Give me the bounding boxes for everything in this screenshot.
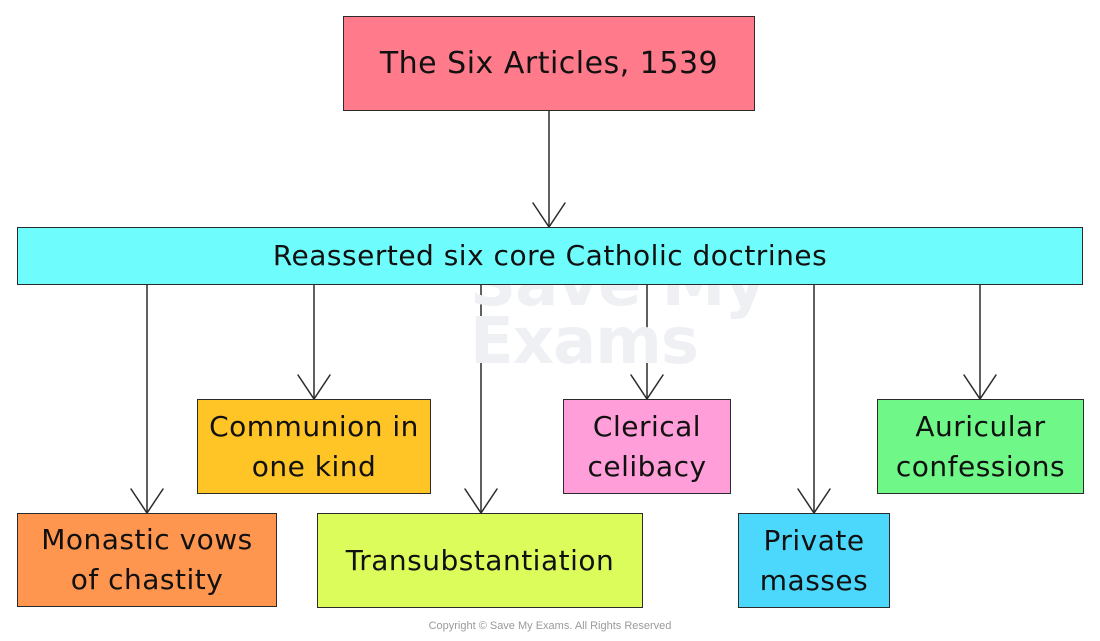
summary-text: Reasserted six core Catholic doctrines	[272, 239, 828, 272]
doctrine-box-monastic-vows: Monastic vows of chastity	[17, 513, 277, 607]
doctrine-box-auricular-confessions: Auricular confessions	[877, 399, 1084, 494]
doctrine-label: Monastic vows of chastity	[41, 523, 253, 596]
doctrine-box-transubstantiation: Transubstantiation	[317, 513, 643, 608]
doctrine-label: Transubstantiation	[345, 543, 615, 577]
doctrine-label: Private masses	[759, 523, 869, 597]
title-box: The Six Articles, 1539	[343, 16, 755, 111]
arrow-to-private-masses	[797, 284, 831, 515]
summary-box: Reasserted six core Catholic doctrines	[17, 227, 1083, 285]
doctrine-box-communion: Communion in one kind	[197, 399, 431, 494]
doctrine-box-clerical-celibacy: Clerical celibacy	[563, 399, 731, 494]
arrow-to-communion	[297, 284, 331, 401]
arrow-to-auricular-confessions	[963, 284, 997, 401]
doctrine-label: Auricular confessions	[895, 409, 1066, 483]
doctrine-box-private-masses: Private masses	[738, 513, 890, 608]
copyright-text: Copyright © Save My Exams. All Rights Re…	[428, 620, 672, 632]
doctrine-label: Clerical celibacy	[587, 409, 707, 483]
title-text: The Six Articles, 1539	[379, 45, 719, 81]
arrow-to-monastic-vows	[130, 284, 164, 515]
arrow-title-to-summary	[532, 110, 566, 229]
doctrine-label: Communion in one kind	[209, 409, 419, 483]
